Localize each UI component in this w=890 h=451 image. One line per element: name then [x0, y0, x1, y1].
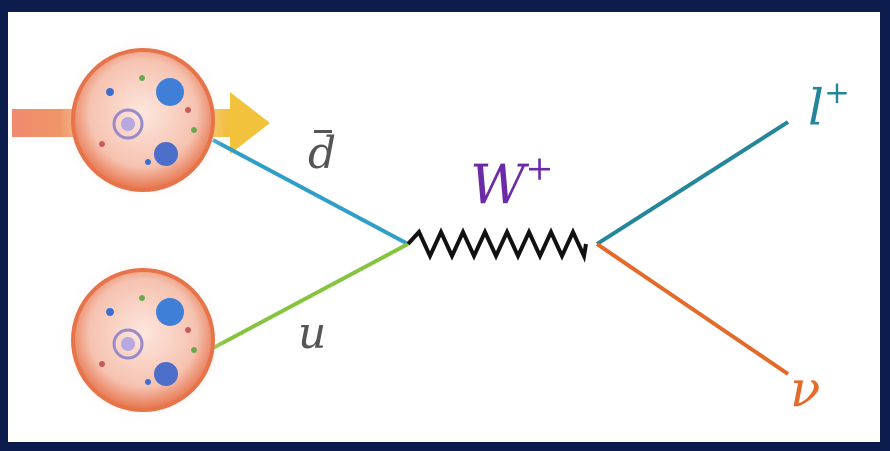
w-boson-label: W+ [470, 152, 554, 212]
diagram-frame: d u W+ l+ ν [8, 12, 880, 442]
antiquark-line [212, 138, 409, 246]
antiquark-label: d [308, 128, 337, 179]
antiquark-symbol: d [308, 128, 337, 179]
quark-label: u [298, 308, 327, 359]
w-boson-charge: + [525, 149, 554, 188]
lepton-symbol: l [808, 78, 824, 137]
proton-icon [59, 256, 227, 424]
lepton-charge: + [824, 75, 850, 111]
proton-icon [59, 36, 227, 204]
quark-line [212, 242, 409, 350]
neutrino-label: ν [790, 360, 821, 418]
neutrino-line [595, 242, 790, 376]
feynman-diagram [12, 36, 790, 424]
w-boson-symbol: W [470, 153, 526, 217]
w-boson-propagator [406, 227, 588, 263]
lepton-line [595, 120, 790, 246]
lepton-label: l+ [808, 78, 850, 133]
